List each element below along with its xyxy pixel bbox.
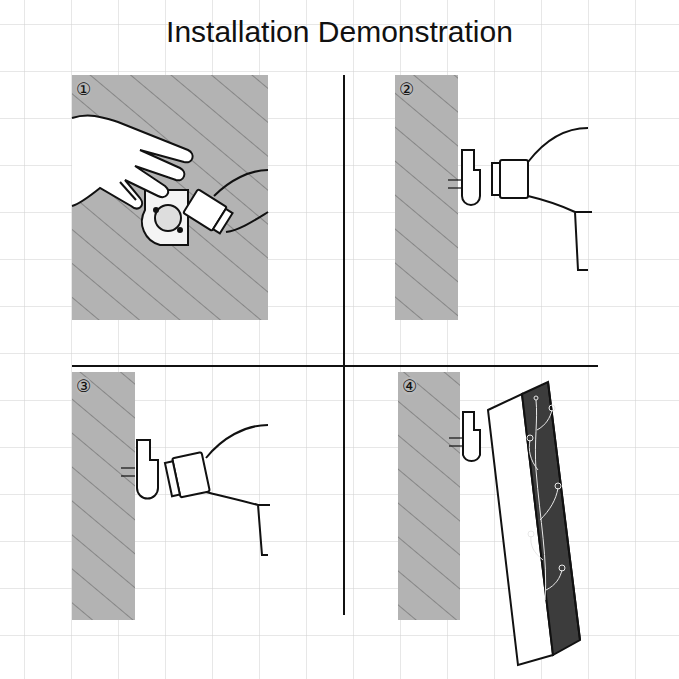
callout-number: ④	[402, 377, 417, 395]
callout-number: ③	[76, 377, 91, 395]
panel-three-figure	[121, 425, 270, 555]
wall	[395, 75, 458, 320]
callout-number: ②	[399, 80, 414, 98]
wall	[72, 75, 268, 320]
panel-four-figure	[449, 382, 580, 665]
panel-divider	[72, 365, 598, 367]
wall	[398, 372, 460, 620]
wall	[72, 372, 135, 620]
callout-number: ①	[76, 80, 91, 98]
title: Installation Demonstration	[0, 15, 679, 49]
panel-two-figure	[448, 128, 592, 270]
panel-one-figure	[72, 115, 269, 245]
panel-divider	[343, 75, 345, 615]
